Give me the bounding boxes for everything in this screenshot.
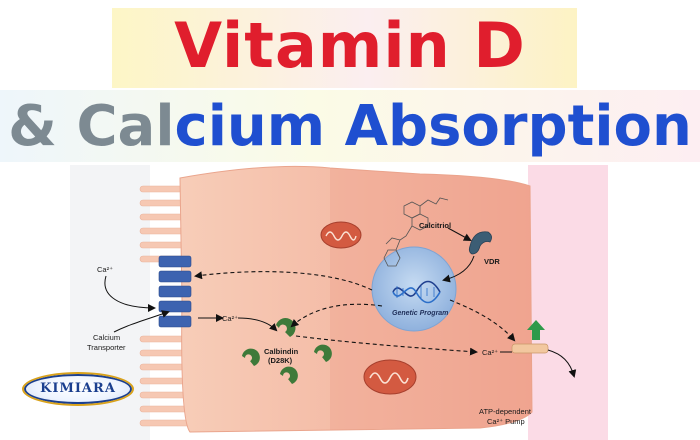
flow-arrows-solid — [104, 227, 577, 378]
kimiara-logo: KIMIARA — [22, 372, 134, 406]
title-part-blue: cium Absorption — [174, 94, 692, 159]
title-vitamin-d: Vitamin D — [174, 9, 526, 82]
title-part-grey: & Cal — [8, 94, 175, 159]
mitochondrion-top — [320, 221, 362, 249]
enterocyte-cell — [179, 165, 533, 433]
label-calcium-transporter-1: Calcium — [93, 333, 120, 342]
flow-arrows-dashed — [194, 271, 516, 356]
title-highlight-1 — [112, 8, 577, 88]
logo-text: KIMIARA — [40, 381, 116, 396]
title-highlight-2 — [0, 90, 700, 162]
atp-pump — [511, 320, 549, 354]
label-calbindin-2: (D28K) — [268, 356, 293, 365]
mitochondrion-bottom — [363, 359, 417, 395]
label-calcium-transporter-2: Transporter — [87, 343, 126, 352]
label-pump-1: ATP-dependent — [479, 407, 532, 416]
label-calcitriol: Calcitriol — [419, 221, 451, 230]
label-ca-lumen: Ca²⁺ — [97, 265, 113, 274]
label-genetic-program: Genetic Program — [392, 310, 448, 317]
label-calbindin-1: Calbindin — [264, 347, 299, 356]
label-ca-cytosol: Ca²⁺ — [222, 314, 238, 323]
vdr-receptor-icon — [468, 231, 492, 255]
calcium-transporter — [158, 255, 192, 328]
dna-helix-icon — [392, 280, 441, 304]
label-pump-2: Ca²⁺ Pump — [487, 417, 525, 426]
title-calcium-absorption: & Calcium Absorption — [0, 92, 700, 162]
calcitriol-molecule-icon — [383, 197, 449, 267]
label-vdr: VDR — [484, 257, 500, 266]
label-ca-basolateral: Ca²⁺ — [482, 348, 498, 357]
basolateral-band — [528, 165, 608, 440]
